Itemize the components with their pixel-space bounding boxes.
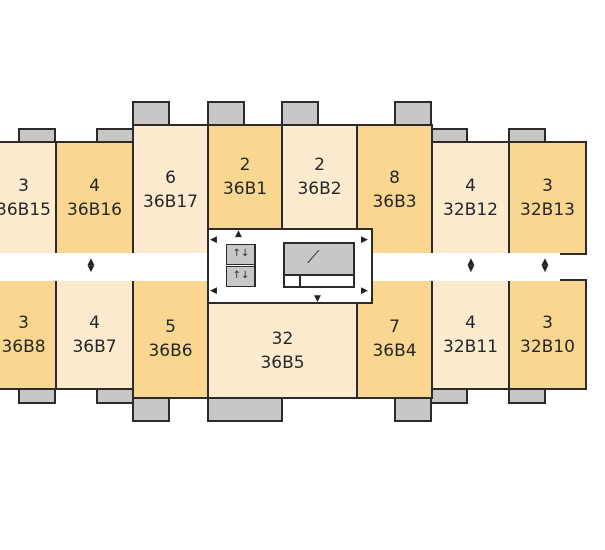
unit-type: 4	[89, 176, 100, 196]
balcony	[207, 101, 245, 126]
unit-type: 32	[271, 328, 294, 349]
arrow-left-icon: ◀	[210, 235, 217, 245]
stair-landing	[283, 274, 355, 288]
unit-code: 36B15	[0, 200, 51, 220]
unit-3-36b15[interactable]: 3 36B15	[0, 141, 57, 255]
unit-code: 36B17	[143, 191, 198, 212]
stair-icon: ⟋	[283, 242, 355, 288]
arrow-down: ▼	[87, 264, 95, 274]
unit-code: 36B7	[72, 336, 117, 357]
unit-type: 5	[165, 317, 176, 337]
stair-landing-divider	[299, 274, 301, 286]
elevator-symbol: ↑↓	[232, 248, 250, 259]
unit-code: 36B5	[260, 352, 305, 373]
unit-2-36b1[interactable]: 2 36B1	[207, 124, 283, 230]
unit-code: 36B3	[372, 191, 417, 212]
arrow-left-icon: ◀	[210, 286, 217, 296]
unit-3-32b10[interactable]: 3 32B10	[508, 279, 587, 390]
unit-type: 2	[239, 155, 251, 175]
floor-plan: 3 36B15 4 36B16 6 36B17 2 36B1 2 36B2 8 36B3 4…	[0, 101, 587, 422]
updown-arrow-icon: ▲▼	[465, 257, 477, 274]
elevator-icon: ↑↓	[226, 244, 256, 265]
unit-type: 3	[18, 312, 29, 333]
unit-code: 36B6	[148, 341, 193, 361]
unit-type: 7	[389, 317, 400, 337]
arrow-up: ▲	[87, 257, 95, 267]
stair-symbol: ⟋	[307, 247, 320, 268]
unit-type: 6	[165, 167, 176, 188]
balcony	[96, 388, 134, 404]
arrow-down-icon: ▼	[314, 294, 321, 304]
balcony	[207, 397, 283, 422]
balcony	[18, 388, 56, 404]
arrow-right-icon: ▶	[361, 286, 368, 296]
unit-type: 3	[542, 176, 553, 196]
arrow-right-icon: ▶	[361, 235, 368, 245]
unit-code: 36B8	[1, 336, 46, 357]
unit-32-36b5[interactable]: 32 36B5	[207, 302, 358, 399]
unit-type: 4	[465, 176, 476, 196]
unit-code: 32B12	[443, 200, 498, 220]
balcony	[281, 101, 319, 126]
balcony	[430, 388, 468, 404]
unit-code: 32B10	[520, 336, 575, 357]
unit-type: 2	[314, 155, 325, 175]
unit-type: 4	[465, 312, 476, 333]
unit-type: 4	[89, 312, 100, 333]
updown-arrow-icon: ▲▼	[539, 257, 551, 274]
balcony	[394, 397, 432, 422]
unit-type: 3	[18, 176, 29, 196]
unit-type: 8	[389, 167, 400, 188]
balcony	[132, 397, 170, 422]
unit-6-36b17[interactable]: 6 36B17	[132, 124, 209, 255]
unit-4-32b12[interactable]: 4 32B12	[431, 141, 510, 255]
arrow-up: ▲	[541, 257, 549, 267]
unit-type: 3	[542, 312, 553, 333]
elevator-symbol: ↑↓	[232, 270, 250, 281]
balcony	[132, 101, 170, 126]
unit-5-36b6[interactable]: 5 36B6	[132, 279, 209, 399]
arrow-up-icon: ▲	[235, 229, 242, 239]
balcony	[508, 388, 546, 404]
unit-code: 32B13	[520, 200, 575, 220]
unit-3-32b13[interactable]: 3 32B13	[508, 141, 587, 255]
updown-arrow-icon: ▲▼	[85, 257, 97, 274]
balcony	[394, 101, 432, 126]
unit-code: 32B11	[443, 336, 498, 357]
elevator-divider	[254, 244, 256, 287]
unit-code: 36B1	[222, 179, 268, 199]
unit-code: 36B16	[67, 200, 122, 220]
elevator-icon: ↑↓	[226, 266, 256, 287]
arrow-up: ▲	[467, 257, 475, 267]
unit-code: 36B2	[297, 179, 342, 199]
unit-code: 36B4	[372, 341, 417, 361]
arrow-down: ▼	[541, 264, 549, 274]
arrow-down: ▼	[467, 264, 475, 274]
